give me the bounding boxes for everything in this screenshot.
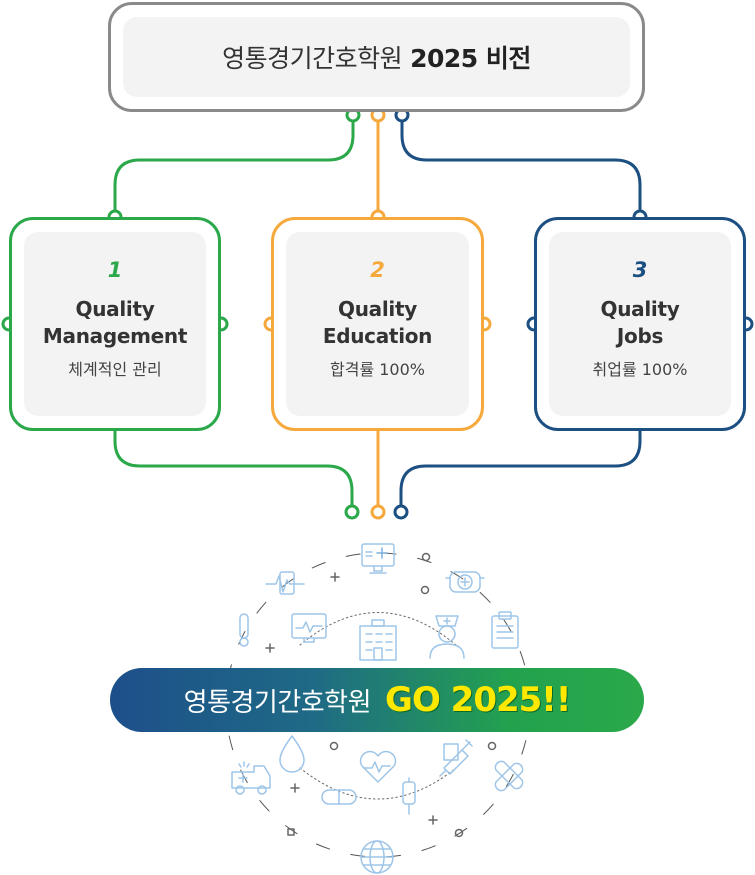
card-quality-management: 1 Quality Management 체계적인 관리 [9, 217, 221, 431]
title-prefix: 영통경기간호학원 [222, 44, 403, 73]
card-description: 취업률 100% [592, 360, 688, 379]
ecg-monitor-icon [291, 613, 327, 643]
water-drop-icon [279, 735, 305, 773]
card-title-line2: Management [42, 324, 188, 348]
inner-dotted-arc [299, 767, 457, 800]
globe-icon [360, 840, 394, 874]
card-description: 합격률 100% [330, 360, 425, 379]
card-title-line1: Quality [600, 297, 680, 321]
banner-text: 영통경기간호학원 [183, 687, 372, 718]
thermometer-icon [239, 613, 249, 647]
bandage-icon [494, 760, 524, 792]
ambulance-icon [231, 761, 271, 795]
nurse-icon [429, 615, 465, 659]
heart-pulse-icon [359, 750, 397, 783]
clipboard-icon [491, 611, 519, 649]
card-quality-jobs: 3 Quality Jobs 취업률 100% [534, 217, 746, 431]
card-title-line2: Education [322, 324, 433, 348]
banner-highlight: GO 2025!! [385, 680, 571, 720]
card-title: Quality Management [24, 296, 206, 350]
pill-capsule-icon [321, 789, 357, 805]
card-title-line2: Jobs [616, 324, 664, 348]
title-box: 영통경기간호학원 2025 비전 [108, 2, 645, 112]
heartbeat-line-icon [265, 571, 305, 595]
card-number: 3 [632, 258, 648, 282]
card-title: Quality Education [286, 296, 469, 350]
inner-dotted-arc [299, 612, 457, 646]
card-title: Quality Jobs [549, 296, 731, 350]
title-bold: 2025 비전 [410, 44, 531, 73]
monitor-plus-icon [361, 543, 395, 574]
card-number: 1 [107, 258, 123, 282]
card-title-line1: Quality [75, 297, 155, 321]
card-title-line1: Quality [338, 297, 417, 321]
card-description: 체계적인 관리 [68, 360, 162, 379]
go-2025-banner: 영통경기간호학원 GO 2025!! [110, 668, 644, 732]
medicine-box-icon [445, 571, 485, 593]
title-text: 영통경기간호학원 2025 비전 [123, 17, 630, 97]
card-number: 2 [370, 258, 385, 282]
hospital-building-icon [359, 619, 397, 661]
iv-bag-icon [402, 777, 416, 815]
syringe-icon [439, 739, 473, 777]
medical-icon-circle [225, 543, 531, 874]
card-quality-education: 2 Quality Education 합격률 100% [271, 217, 484, 431]
